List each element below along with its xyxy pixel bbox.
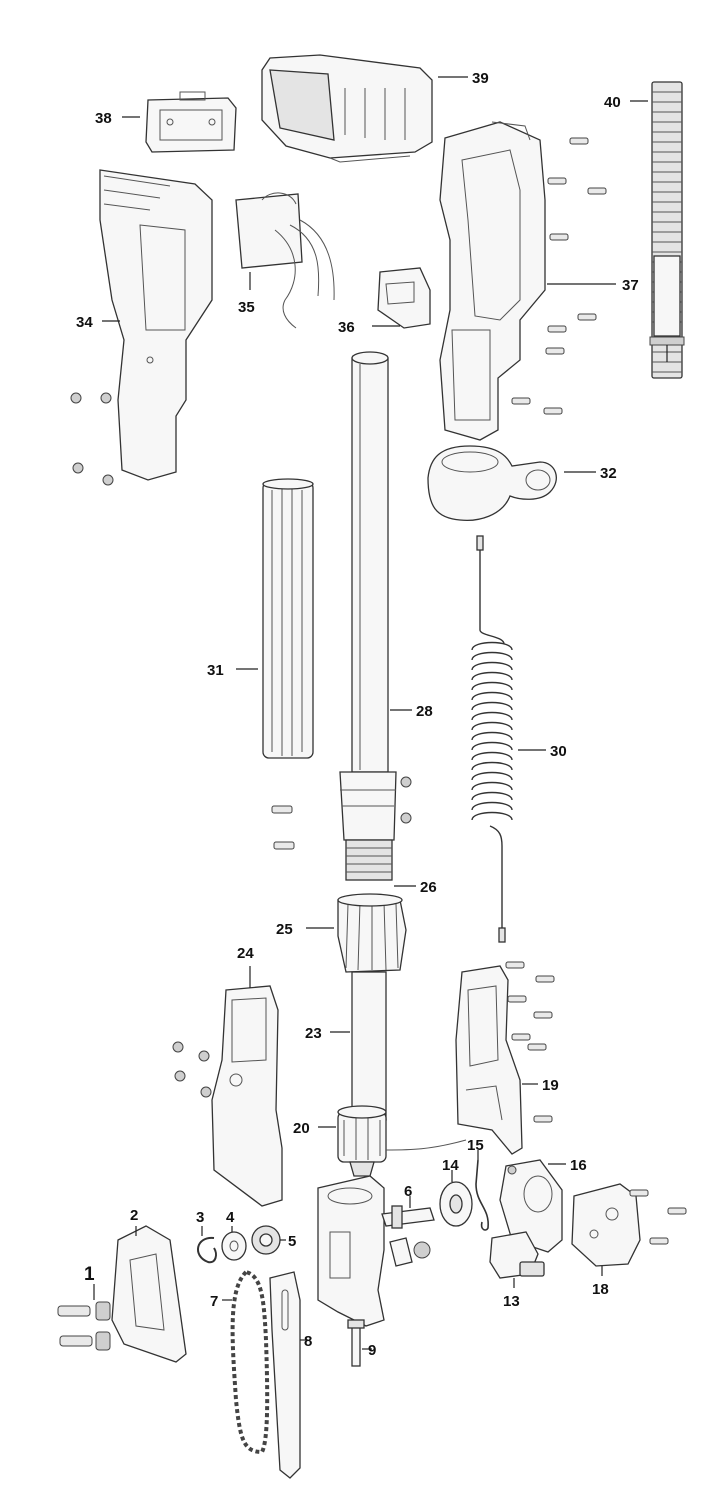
part-37-screws (511, 137, 607, 415)
part-19-screws (505, 961, 555, 1123)
part-6-drive-shaft (381, 1205, 435, 1229)
part-16-sprocket-cover (499, 1159, 563, 1253)
callout-34: 34 (76, 314, 93, 331)
part-32-tube-clamp (427, 445, 557, 522)
callout-30: 30 (550, 743, 567, 760)
callout-2: 2 (130, 1207, 138, 1224)
callout-3: 3 (196, 1209, 204, 1226)
part-7-chain (230, 1269, 270, 1455)
part-24-left-head-housing (211, 985, 283, 1207)
part-3-circlip (197, 1236, 217, 1264)
part-34-nuts (70, 392, 114, 486)
part-38-bracket (145, 91, 237, 153)
part-18-screws (629, 1189, 687, 1245)
callout-13: 13 (503, 1293, 520, 1310)
callout-15: 15 (467, 1137, 484, 1154)
part-36-switch (377, 267, 431, 329)
part-40-strap (649, 81, 685, 379)
callout-24: 24 (237, 945, 254, 962)
part-30-coiled-cable (471, 535, 513, 943)
part-9-pin (347, 1319, 365, 1367)
part-13-tensioner (489, 1231, 545, 1279)
callout-31: 31 (207, 662, 224, 679)
part-2-chain-cover (111, 1225, 187, 1363)
callout-23: 23 (305, 1025, 322, 1042)
callout-39: 39 (472, 70, 489, 87)
part-23-lower-pole (351, 971, 387, 1126)
callout-6: 6 (404, 1183, 412, 1200)
part-24-nuts (172, 1041, 212, 1098)
part-gearbox-housing (317, 1175, 431, 1327)
callout-38: 38 (95, 110, 112, 127)
callout-4: 4 (226, 1209, 235, 1226)
part-37-right-handle-housing (439, 121, 546, 441)
callout-32: 32 (600, 465, 617, 482)
part-8-guide-bar (269, 1271, 301, 1479)
callout-14: 14 (442, 1157, 459, 1174)
callout-18: 18 (592, 1281, 609, 1298)
callout-35: 35 (238, 299, 255, 316)
part-20-motor (337, 1105, 467, 1177)
part-39-cover-housing (261, 54, 433, 163)
part-25-lock-knob (337, 893, 407, 973)
part-4-washer (221, 1231, 247, 1261)
callout-25: 25 (276, 921, 293, 938)
callout-37: 37 (622, 277, 639, 294)
part-26-lock-collar (339, 771, 397, 881)
callout-36: 36 (338, 319, 355, 336)
callout-16: 16 (570, 1157, 587, 1174)
callout-26: 26 (420, 879, 437, 896)
callout-5: 5 (288, 1233, 296, 1250)
part-5-sprocket (251, 1225, 281, 1255)
callout-28: 28 (416, 703, 433, 720)
callout-19: 19 (542, 1077, 559, 1094)
part-26-screws (271, 776, 412, 850)
part-28-main-pole (351, 351, 389, 773)
part-19-right-head-housing (455, 965, 523, 1155)
callout-20: 20 (293, 1120, 310, 1137)
callout-7: 7 (210, 1293, 218, 1310)
part-35-circuit-board (235, 192, 335, 329)
part-15-spring-clip (475, 1159, 489, 1231)
part-31-grip-sleeve (262, 478, 314, 759)
callout-40: 40 (604, 94, 621, 111)
part-18-right-cover (571, 1183, 641, 1267)
part-1-bolts (57, 1301, 111, 1351)
callout-1: 1 (84, 1264, 95, 1285)
callout-8: 8 (304, 1333, 312, 1350)
part-14-gear (439, 1181, 473, 1227)
callout-9: 9 (368, 1342, 376, 1359)
part-34-left-handle-housing (99, 169, 213, 481)
